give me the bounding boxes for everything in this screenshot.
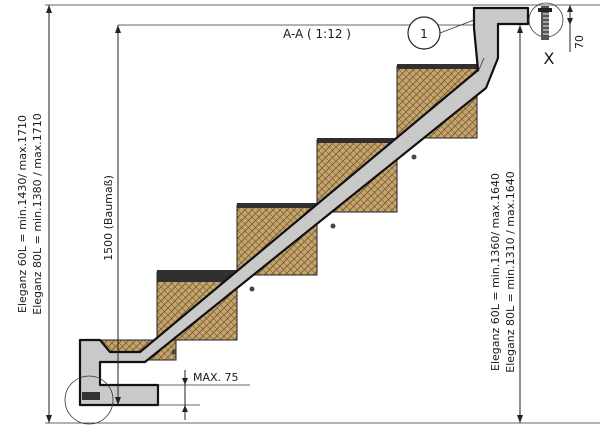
- top-offset-label: 70: [573, 35, 586, 49]
- left-dimension-60-label: Eleganz 60L = min.1430/ max.1710: [16, 115, 29, 313]
- bolt-marker: [249, 286, 255, 292]
- bottom-max-dimension: MAX. 75: [158, 370, 250, 420]
- right-overall-dimension: Eleganz 60L = min.1360/ max.1640 Eleganz…: [489, 25, 523, 423]
- height-dimension: 1500 (Baumaß): [102, 25, 121, 405]
- top-offset-dimension: 70: [567, 5, 586, 52]
- height-dimension-label: 1500 (Baumaß): [102, 175, 115, 261]
- detail-marker: 1: [407, 16, 475, 50]
- detail-marker-label: 1: [420, 27, 428, 41]
- bottom-anchor-detail: [64, 375, 114, 425]
- right-dimension-80-label: Eleganz 80L = min.1310 / max.1640: [504, 171, 517, 372]
- bottom-max-label: MAX. 75: [193, 371, 239, 384]
- bolt-marker: [411, 154, 417, 160]
- left-overall-dimension: Eleganz 60L = min.1430/ max.1710 Eleganz…: [16, 5, 52, 423]
- section-title: A-A ( 1:12 ): [283, 27, 351, 41]
- bolt-marker: [330, 223, 336, 229]
- left-dimension-80-label: Eleganz 80L = min.1380 / max.1710: [31, 113, 44, 314]
- detail-view-label: X: [544, 49, 555, 68]
- top-anchor-detail: [528, 2, 564, 40]
- right-dimension-60-label: Eleganz 60L = min.1360/ max.1640: [489, 173, 502, 371]
- treads: [95, 64, 478, 361]
- bolt-marker: [171, 349, 177, 355]
